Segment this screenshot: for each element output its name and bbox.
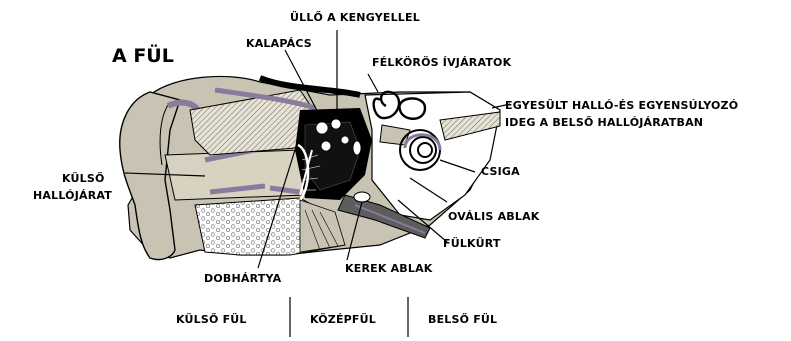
label-kalapacs: KALAPÁCS [246, 37, 312, 50]
round-window [354, 192, 370, 202]
label-kulso-line1: KÜLSŐ [62, 172, 105, 185]
section-kozepful: KÖZÉPFÜL [310, 313, 376, 326]
label-dobhartya: DOBHÁRTYA [204, 272, 281, 285]
label-egyesult-line2: IDEG A BELSŐ HALLÓJÁRATBAN [505, 116, 703, 129]
label-ovalis: OVÁLIS ABLAK [448, 210, 540, 223]
label-kulso-line2: HALLÓJÁRAT [33, 189, 112, 202]
label-csiga: CSIGA [481, 165, 520, 178]
label-ullo: ÜLLŐ A KENGYELLEL [290, 11, 420, 24]
label-fulkurt: FÜLKÜRT [443, 237, 501, 250]
label-egyesult-line1: EGYESÜLT HALLÓ-ÉS EGYENSÚLYOZÓ [505, 99, 738, 112]
diagram-title: A FÜL [112, 45, 174, 67]
section-belso-ful: BELSŐ FÜL [428, 313, 497, 326]
label-kerek: KEREK ABLAK [345, 262, 433, 275]
label-felkoros: FÉLKÖRÖS ÍVJÁRATOK [372, 56, 511, 69]
section-kulso-ful: KÜLSŐ FÜL [176, 313, 247, 326]
